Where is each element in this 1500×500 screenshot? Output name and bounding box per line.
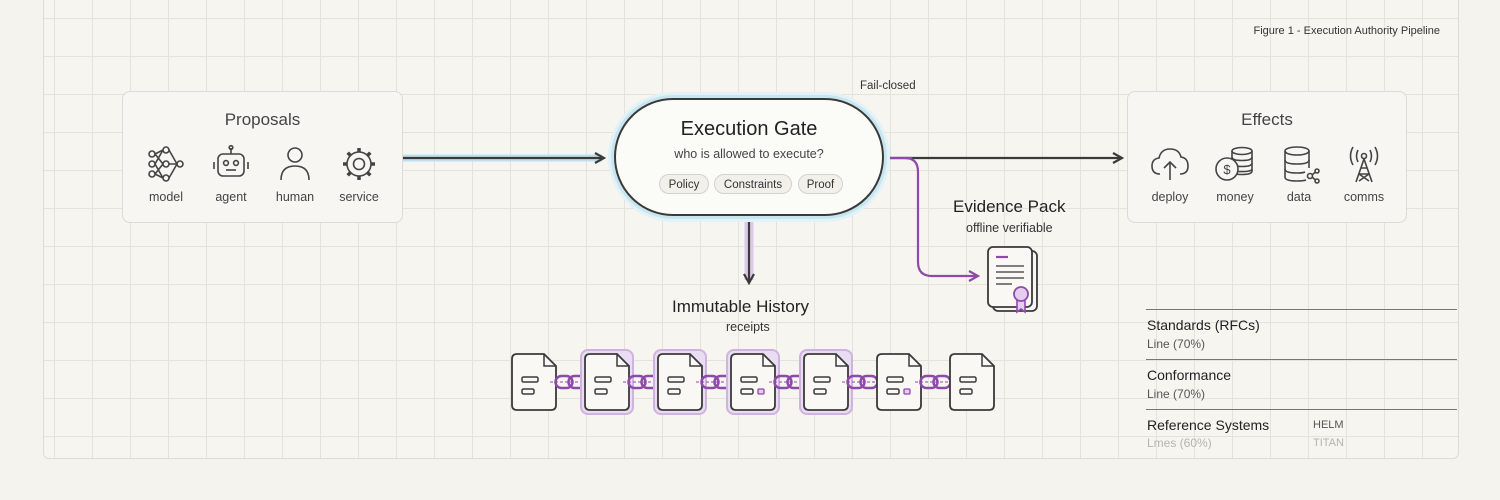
- database-icon: [1284, 146, 1320, 184]
- fail-closed-note: Fail-closed: [860, 80, 916, 92]
- standards-divider: [1146, 359, 1457, 360]
- gate-title: Execution Gate: [680, 118, 818, 140]
- execution-gate: Execution Gate who is allowed to execute…: [614, 98, 884, 216]
- effect-data: data: [1264, 144, 1334, 204]
- receipt-icon: [949, 353, 995, 411]
- proposal-model: model: [131, 144, 201, 204]
- standard-rfcs-subtitle: Line (70%): [1147, 337, 1206, 351]
- reference-systems-title: Reference Systems: [1147, 417, 1270, 433]
- proposal-service: service: [324, 144, 394, 204]
- effect-deploy-label: deploy: [1151, 190, 1189, 204]
- proposals-card: Proposals model agent human: [122, 91, 403, 223]
- proposals-title: Proposals: [224, 110, 301, 129]
- effect-money: $ money: [1200, 144, 1270, 204]
- effect-comms-label: comms: [1343, 190, 1385, 204]
- tag-helm: HELM: [1313, 419, 1344, 431]
- figure-caption: Figure 1 - Execution Authority Pipeline: [1253, 25, 1441, 37]
- gate-subtitle: who is allowed to execute?: [674, 147, 824, 161]
- evidence-subtitle: offline verifiable: [966, 221, 1053, 235]
- effect-money-label: money: [1216, 190, 1254, 204]
- conformance-title: Conformance: [1147, 367, 1232, 383]
- neural-network-icon: [148, 146, 184, 182]
- proposal-service-label: service: [339, 190, 379, 204]
- evidence-title: Evidence Pack: [953, 197, 1066, 216]
- gear-icon: [343, 148, 375, 180]
- receipt-icon: [876, 353, 922, 411]
- coins-icon: $: [1215, 146, 1253, 181]
- history-subtitle: receipts: [726, 320, 770, 334]
- gate-to-evidence-arrow: [904, 156, 978, 276]
- proposal-model-label: model: [148, 190, 184, 204]
- pill-policy: Policy: [659, 174, 709, 194]
- radio-tower-icon: [1349, 146, 1379, 183]
- person-icon: [280, 147, 310, 181]
- standard-rfcs-title: Standards (RFCs): [1147, 317, 1260, 333]
- pill-constraints: Constraints: [714, 174, 792, 194]
- svg-text:$: $: [1223, 162, 1231, 177]
- receipt-chain: [511, 349, 995, 415]
- receipt-icon: [511, 353, 557, 411]
- proposal-human-label: human: [275, 190, 315, 204]
- proposal-agent: agent: [196, 144, 266, 204]
- tag-titan: TITAN: [1313, 437, 1344, 449]
- receipt-icon: [653, 349, 707, 415]
- pill-proof: Proof: [798, 174, 843, 194]
- effect-data-label: data: [1286, 190, 1312, 204]
- receipt-icon: [726, 349, 780, 415]
- certificate-document-icon: [987, 246, 1038, 314]
- reference-systems-subtitle: Lmes (60%): [1147, 436, 1212, 450]
- proposal-human: human: [260, 144, 330, 204]
- proposal-agent-label: agent: [215, 190, 247, 204]
- effects-title: Effects: [1241, 110, 1293, 129]
- conformance-subtitle: Line (70%): [1147, 387, 1206, 401]
- effects-card: Effects deploy $ money data: [1127, 91, 1407, 223]
- standards-divider: [1146, 409, 1457, 410]
- cloud-upload-icon: [1151, 148, 1189, 180]
- history-title: Immutable History: [672, 297, 809, 316]
- standards-divider: [1146, 309, 1457, 310]
- effect-deploy: deploy: [1135, 144, 1205, 204]
- effect-comms: comms: [1329, 144, 1399, 204]
- receipt-icon: [580, 349, 634, 415]
- robot-icon: [213, 144, 249, 177]
- receipt-icon: [799, 349, 853, 415]
